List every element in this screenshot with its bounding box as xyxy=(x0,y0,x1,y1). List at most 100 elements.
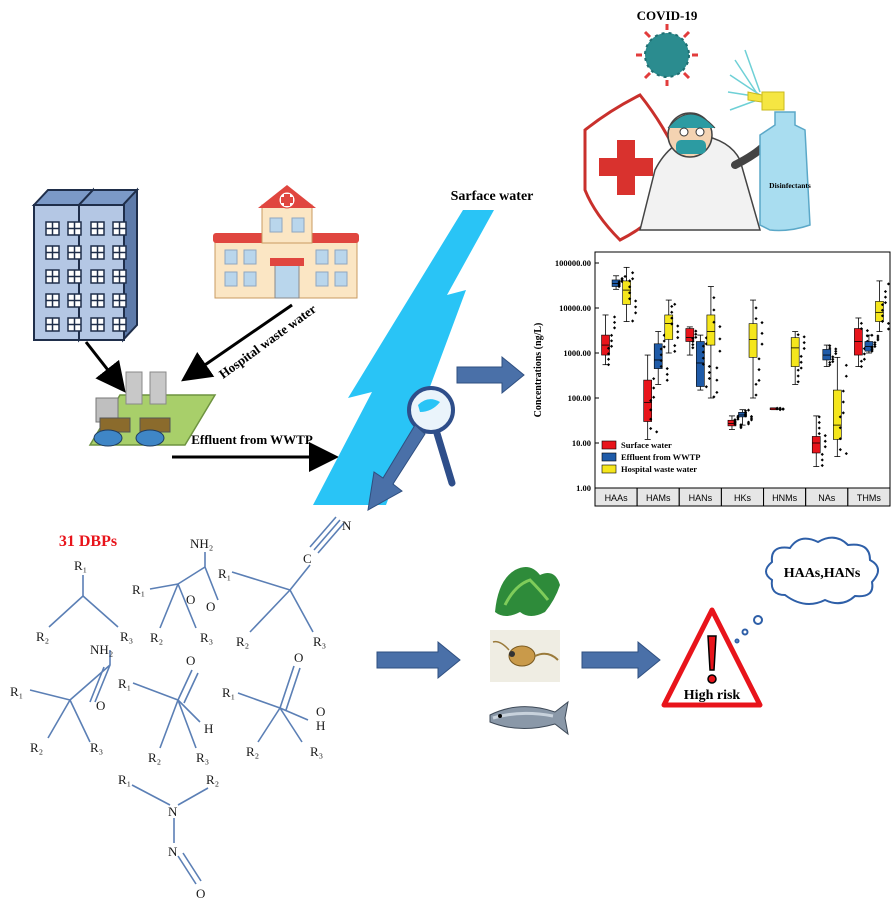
data-point xyxy=(778,407,782,412)
data-point xyxy=(662,339,666,343)
data-point xyxy=(865,334,869,338)
data-point xyxy=(760,342,764,346)
data-point xyxy=(838,437,842,441)
data-point xyxy=(628,279,632,283)
risk-classes-label: HAAs,HANs xyxy=(784,566,861,581)
data-point xyxy=(757,378,761,382)
data-point xyxy=(873,344,877,349)
atom-label: H xyxy=(204,721,213,736)
arrow-river-to-dbps xyxy=(367,424,426,511)
atom-label: O xyxy=(294,650,303,665)
data-point xyxy=(707,364,711,369)
data-point xyxy=(743,412,748,416)
data-point xyxy=(757,368,761,372)
covid-label: COVID-19 xyxy=(637,8,698,23)
data-point xyxy=(707,370,711,375)
data-point xyxy=(838,448,842,452)
data-point xyxy=(838,415,842,419)
data-point xyxy=(859,321,863,325)
atom-label: O xyxy=(196,886,205,901)
daphnia-icon xyxy=(490,630,560,682)
blue-arrows xyxy=(367,355,661,680)
data-point xyxy=(691,346,695,350)
data-point xyxy=(873,341,877,345)
data-point xyxy=(743,409,748,413)
data-point xyxy=(676,330,680,334)
data-point xyxy=(802,341,806,345)
data-point xyxy=(649,408,653,412)
atom-label: R₁ xyxy=(118,676,131,691)
data-point xyxy=(876,338,880,342)
data-point xyxy=(649,399,653,403)
atom-label: N xyxy=(168,844,178,859)
data-point xyxy=(831,355,835,359)
data-point xyxy=(799,354,803,359)
data-point xyxy=(870,347,874,351)
data-point xyxy=(620,276,624,281)
atom-label: R₁ xyxy=(74,558,87,573)
data-point xyxy=(743,410,748,415)
data-point xyxy=(749,416,754,420)
atom-label: R₃ xyxy=(313,634,326,649)
data-point xyxy=(694,335,698,339)
data-point xyxy=(694,329,698,333)
arrow-dbps-to-organisms xyxy=(376,640,461,680)
data-point xyxy=(831,360,835,364)
data-point xyxy=(606,352,611,356)
hospital-icon xyxy=(213,185,359,299)
atom-label: O xyxy=(186,653,195,668)
data-point xyxy=(817,415,821,419)
data-point xyxy=(662,345,666,349)
arrow-river-to-chart xyxy=(456,355,525,395)
box-hospital-waste-water xyxy=(706,314,716,346)
data-point xyxy=(754,382,758,386)
box-hospital-waste-water xyxy=(790,337,800,367)
data-point xyxy=(628,297,632,301)
data-point xyxy=(775,406,779,410)
effluent-wwtp-label: Effluent from WWTP xyxy=(191,432,313,447)
atom-label: NH₂ xyxy=(90,642,113,657)
atom-label: R₂ xyxy=(246,744,259,759)
data-point xyxy=(802,335,806,339)
data-point xyxy=(859,359,863,363)
data-point xyxy=(623,274,627,279)
data-point xyxy=(757,357,761,361)
magnifier-icon xyxy=(407,386,456,487)
data-point xyxy=(670,322,674,326)
warning-sign-icon xyxy=(661,607,763,708)
data-point xyxy=(628,291,632,295)
data-point xyxy=(712,308,716,312)
data-point xyxy=(707,376,711,381)
data-point xyxy=(676,336,680,340)
chart-frame xyxy=(594,251,891,507)
data-point xyxy=(844,363,848,367)
data-point xyxy=(631,319,635,323)
data-point xyxy=(704,385,708,389)
concentration-boxplot-chart: 1.0010.00100.001000.0010000.00100000.00C… xyxy=(533,251,891,507)
legend-label: Hospital waste water xyxy=(621,464,697,474)
box-hospital-waste-water xyxy=(664,314,674,340)
high-risk-label: High risk xyxy=(684,688,741,703)
data-point xyxy=(652,395,656,399)
y-tick-label: 10000.00 xyxy=(559,303,591,313)
legend-label: Surface water xyxy=(621,440,672,450)
atom-label: R₂ xyxy=(236,634,249,649)
data-point xyxy=(880,303,885,307)
atom-label: R₁ xyxy=(118,772,131,787)
data-point xyxy=(841,389,845,393)
data-point xyxy=(746,422,751,426)
data-point xyxy=(665,366,669,371)
data-point xyxy=(870,345,874,349)
category-label: HAMs xyxy=(646,493,671,503)
virus-icon xyxy=(636,24,698,86)
atom-label: R₁ xyxy=(132,582,145,597)
surface-water-river xyxy=(313,210,494,505)
dbps-count-label: 31 DBPs xyxy=(59,533,117,550)
data-point xyxy=(694,332,698,336)
legend-swatch xyxy=(601,464,617,474)
data-point xyxy=(834,349,838,353)
data-point xyxy=(676,324,680,328)
data-point xyxy=(754,317,758,321)
